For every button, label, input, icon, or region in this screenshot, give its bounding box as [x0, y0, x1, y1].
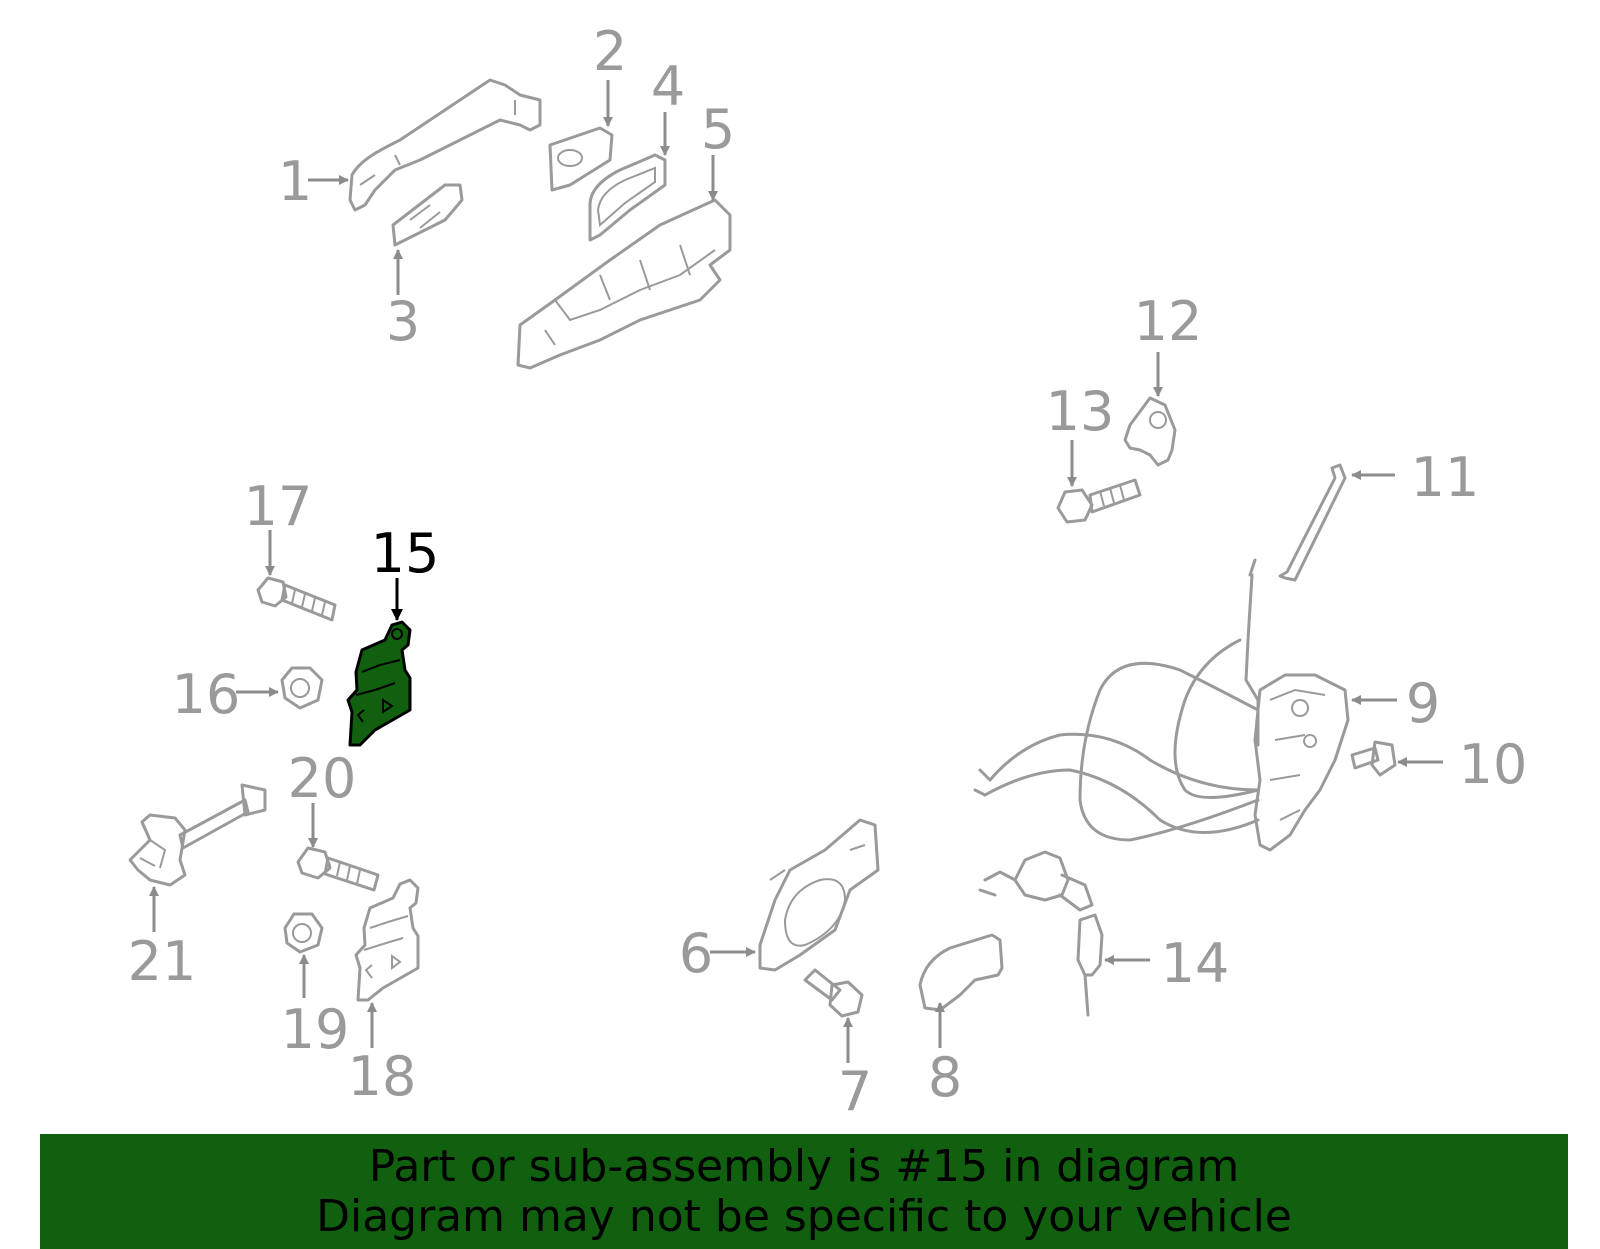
callout-5: 5 — [701, 98, 735, 161]
part-14-lock-cylinder — [978, 850, 1104, 1017]
part-7-screw — [803, 968, 864, 1018]
callout-19: 19 — [281, 998, 350, 1061]
callout-6: 6 — [679, 922, 713, 985]
callout-3: 3 — [386, 290, 420, 353]
callout-11: 11 — [1411, 446, 1480, 509]
part-21-door-check — [128, 783, 267, 887]
part-16-nut — [280, 666, 324, 710]
part-18-striker — [354, 878, 420, 1002]
callout-17: 17 — [244, 475, 313, 538]
part-15-highlighted — [346, 620, 412, 747]
part-11-rod — [1278, 463, 1347, 582]
banner-line-2: Diagram may not be specific to your vehi… — [316, 1190, 1292, 1242]
callout-15: 15 — [371, 522, 440, 585]
part-2-bezel — [548, 126, 614, 192]
callout-20: 20 — [288, 747, 357, 810]
part-12-bracket — [1123, 396, 1177, 467]
part-1-outside-handle — [348, 78, 542, 212]
part-19-nut — [283, 912, 324, 954]
callout-4: 4 — [651, 55, 685, 118]
callout-2: 2 — [593, 20, 627, 83]
callout-18: 18 — [348, 1045, 417, 1108]
banner-line-1: Part or sub-assembly is #15 in diagram — [368, 1140, 1240, 1192]
part-3-cap — [391, 183, 464, 247]
part-17-bolt — [256, 576, 337, 622]
part-10-screw — [1350, 740, 1397, 777]
part-4-gasket — [588, 153, 667, 242]
callout-10: 10 — [1459, 733, 1528, 796]
callout-13: 13 — [1046, 380, 1115, 443]
callout-16: 16 — [172, 663, 241, 726]
part-5-handle-frame — [516, 198, 732, 370]
callout-1: 1 — [278, 150, 312, 213]
part-13-bolt — [1056, 478, 1142, 524]
info-banner: Part or sub-assembly is #15 in diagram D… — [40, 1134, 1568, 1249]
callout-14: 14 — [1161, 932, 1230, 995]
callout-12: 12 — [1134, 290, 1203, 353]
callout-8: 8 — [928, 1046, 962, 1109]
part-8-cover — [918, 933, 1004, 1012]
part-6-inside-handle — [758, 818, 880, 972]
callout-7: 7 — [838, 1060, 872, 1123]
callout-9: 9 — [1406, 672, 1440, 735]
callout-21: 21 — [128, 930, 197, 993]
part-9-latch-assembly — [973, 558, 1350, 852]
part-20-bolt — [296, 846, 380, 892]
